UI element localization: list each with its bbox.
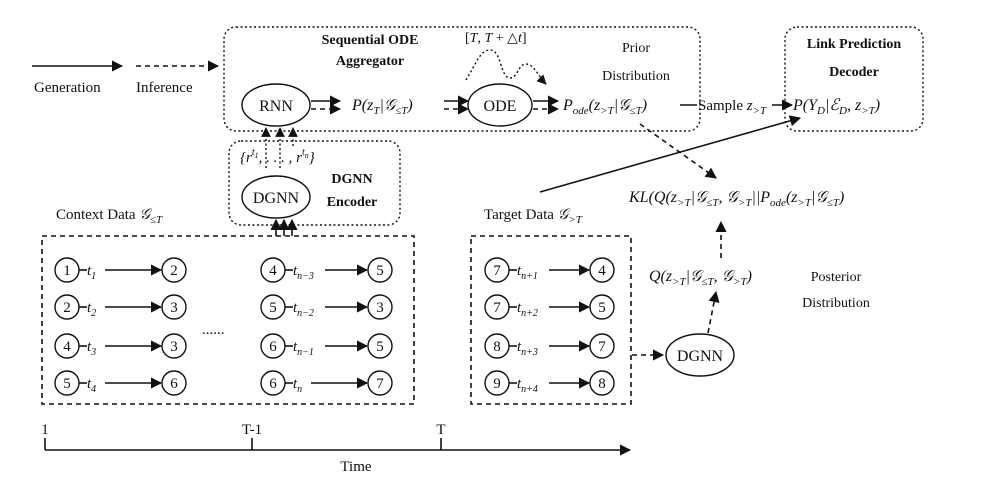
ode-node (467, 83, 533, 127)
target-to-decoder-arrow (539, 115, 802, 193)
p-ode-formula: Pode(z>T|𝒢≤T) (562, 97, 647, 117)
target-edge-3-from-label: 8 (493, 339, 501, 355)
kl-formula: KL(Q(z>T|𝒢≤T, 𝒢>T||Pode(z>T|𝒢≤T) (628, 189, 844, 209)
time-tick-label-t: T (436, 422, 445, 438)
context-box (41, 235, 415, 405)
target-edge-4-from-label: 9 (493, 376, 501, 392)
time-axis-label: Time (340, 459, 371, 475)
posterior-dgnn-label: DGNN (677, 348, 724, 365)
p-y-formula: P(YD|ℰD, z>T) (792, 97, 880, 117)
legend: Generation Inference (32, 60, 220, 96)
target-edge-2-to-label: 5 (598, 300, 606, 316)
target-edge-2-from-label: 7 (493, 300, 501, 316)
dgnn-to-q-arrow (707, 290, 720, 334)
time-tick-label-t-minus-1: T-1 (242, 422, 262, 438)
target-edge-1-from-label: 7 (493, 263, 501, 279)
context-edges: 1 2 t1 2 3 t2 4 3 t3 5 6 t4 4 5 tn−3 5 3 tn−2 6 5 tn−1 6 7 tn (54, 257, 393, 396)
encoder-dgnn-node (241, 175, 311, 219)
q-formula: Q(z>T|𝒢≤T, 𝒢>T) (649, 268, 752, 288)
context-edge-1-from-label: 1 (63, 263, 71, 279)
context-title: Context Data 𝒢≤T (56, 207, 163, 226)
context-edge-4-from-label: 5 (63, 376, 71, 392)
time-tick-label-1: 1 (41, 422, 49, 438)
context-edge-7-to-label: 5 (376, 339, 384, 355)
context-edge-8-label: tn (293, 376, 302, 395)
context-edge-7-from-label: 6 (269, 339, 277, 355)
posterior-dgnn-node (665, 333, 735, 377)
decoder-title-line2: Decoder (829, 65, 879, 80)
context-edge-7-label: tn−1 (293, 339, 314, 358)
pode-to-kl-arrow (639, 123, 717, 179)
legend-inference-label: Inference (136, 80, 193, 96)
target-edge-3-to-label: 7 (598, 339, 606, 355)
target-edges: 7 4 tn+1 7 5 tn+2 8 7 tn+3 9 8 tn+4 (484, 257, 615, 396)
target-edge-4-to-label: 8 (598, 376, 606, 392)
decoder-title-line1: Link Prediction (807, 37, 901, 52)
target-edge-1-label: tn+1 (517, 263, 538, 282)
prior-label-line2: Distribution (602, 69, 670, 84)
target-title: Target Data 𝒢>T (484, 207, 583, 226)
rnn-node (241, 83, 311, 127)
context-edge-4-label: t4 (87, 376, 96, 395)
encoder-title-line1: DGNN (331, 172, 372, 187)
context-edge-6-from-label: 5 (269, 300, 277, 316)
sample-label: Sample z>T (698, 98, 767, 117)
context-edge-1-label: t1 (87, 263, 96, 282)
context-edge-4-to-label: 6 (170, 376, 178, 392)
aggregator-title-line1: Sequential ODE (322, 33, 419, 48)
context-edge-3-label: t3 (87, 339, 96, 358)
context-edge-5-label: tn−3 (293, 263, 314, 282)
target-box (470, 235, 632, 405)
encoder-reps-label: {rt1, . . . , rtn} (240, 147, 315, 166)
context-edge-2-from-label: 2 (63, 300, 71, 316)
decoder-box (784, 26, 924, 132)
target-edge-2-label: tn+2 (517, 300, 538, 319)
aggregator-box (223, 26, 701, 132)
context-edge-1-to-label: 2 (170, 263, 178, 279)
aggregator-title-line2: Aggregator (336, 54, 404, 69)
context-edge-2-label: t2 (87, 300, 96, 319)
p-zt-formula: P(zT|𝒢≤T) (351, 97, 413, 117)
target-edge-1-to-label: 4 (598, 263, 606, 279)
legend-generation-label: Generation (34, 80, 101, 96)
context-edge-5-to-label: 5 (376, 263, 384, 279)
posterior-label-line2: Distribution (802, 296, 870, 311)
ode-label: ODE (484, 98, 517, 115)
context-edge-5-from-label: 4 (269, 263, 277, 279)
prior-label-line1: Prior (622, 41, 650, 56)
context-edge-3-from-label: 4 (63, 339, 71, 355)
target-edge-3-label: tn+3 (517, 339, 538, 358)
context-edge-2-to-label: 3 (170, 300, 178, 316)
context-edge-6-to-label: 3 (376, 300, 384, 316)
ode-trajectory-curve (465, 49, 547, 85)
target-edge-4-label: tn+4 (517, 376, 538, 395)
encoder-box (228, 140, 401, 226)
posterior-label-line1: Posterior (811, 270, 862, 285)
context-ellipsis: ...... (202, 322, 225, 338)
context-edge-6-label: tn−2 (293, 300, 314, 319)
encoder-title-line2: Encoder (327, 195, 378, 210)
time-interval-label: [T, T + △t] (465, 31, 527, 46)
encoder-dgnn-label: DGNN (253, 190, 300, 207)
context-edge-8-to-label: 7 (376, 376, 384, 392)
context-edge-8-from-label: 6 (269, 376, 277, 392)
context-edge-3-to-label: 3 (170, 339, 178, 355)
rnn-label: RNN (259, 98, 293, 115)
